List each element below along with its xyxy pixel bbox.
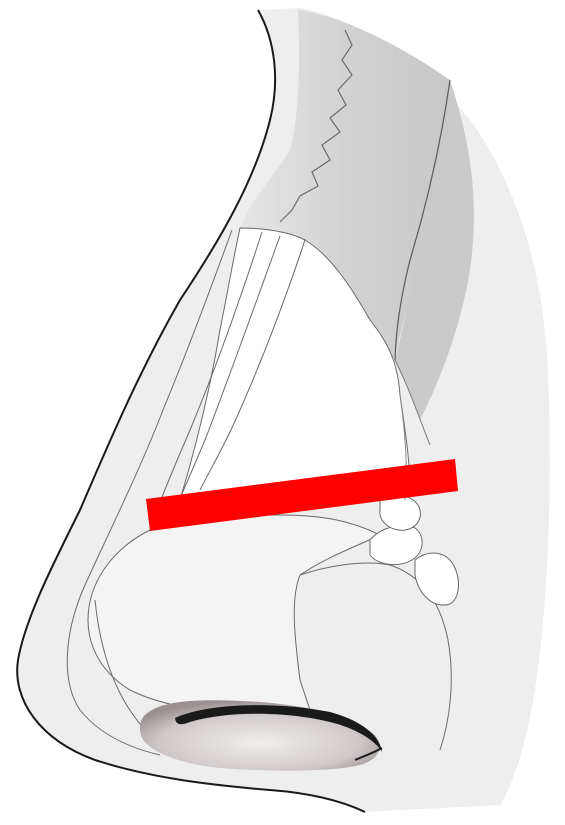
accessory-cartilage — [380, 495, 421, 530]
